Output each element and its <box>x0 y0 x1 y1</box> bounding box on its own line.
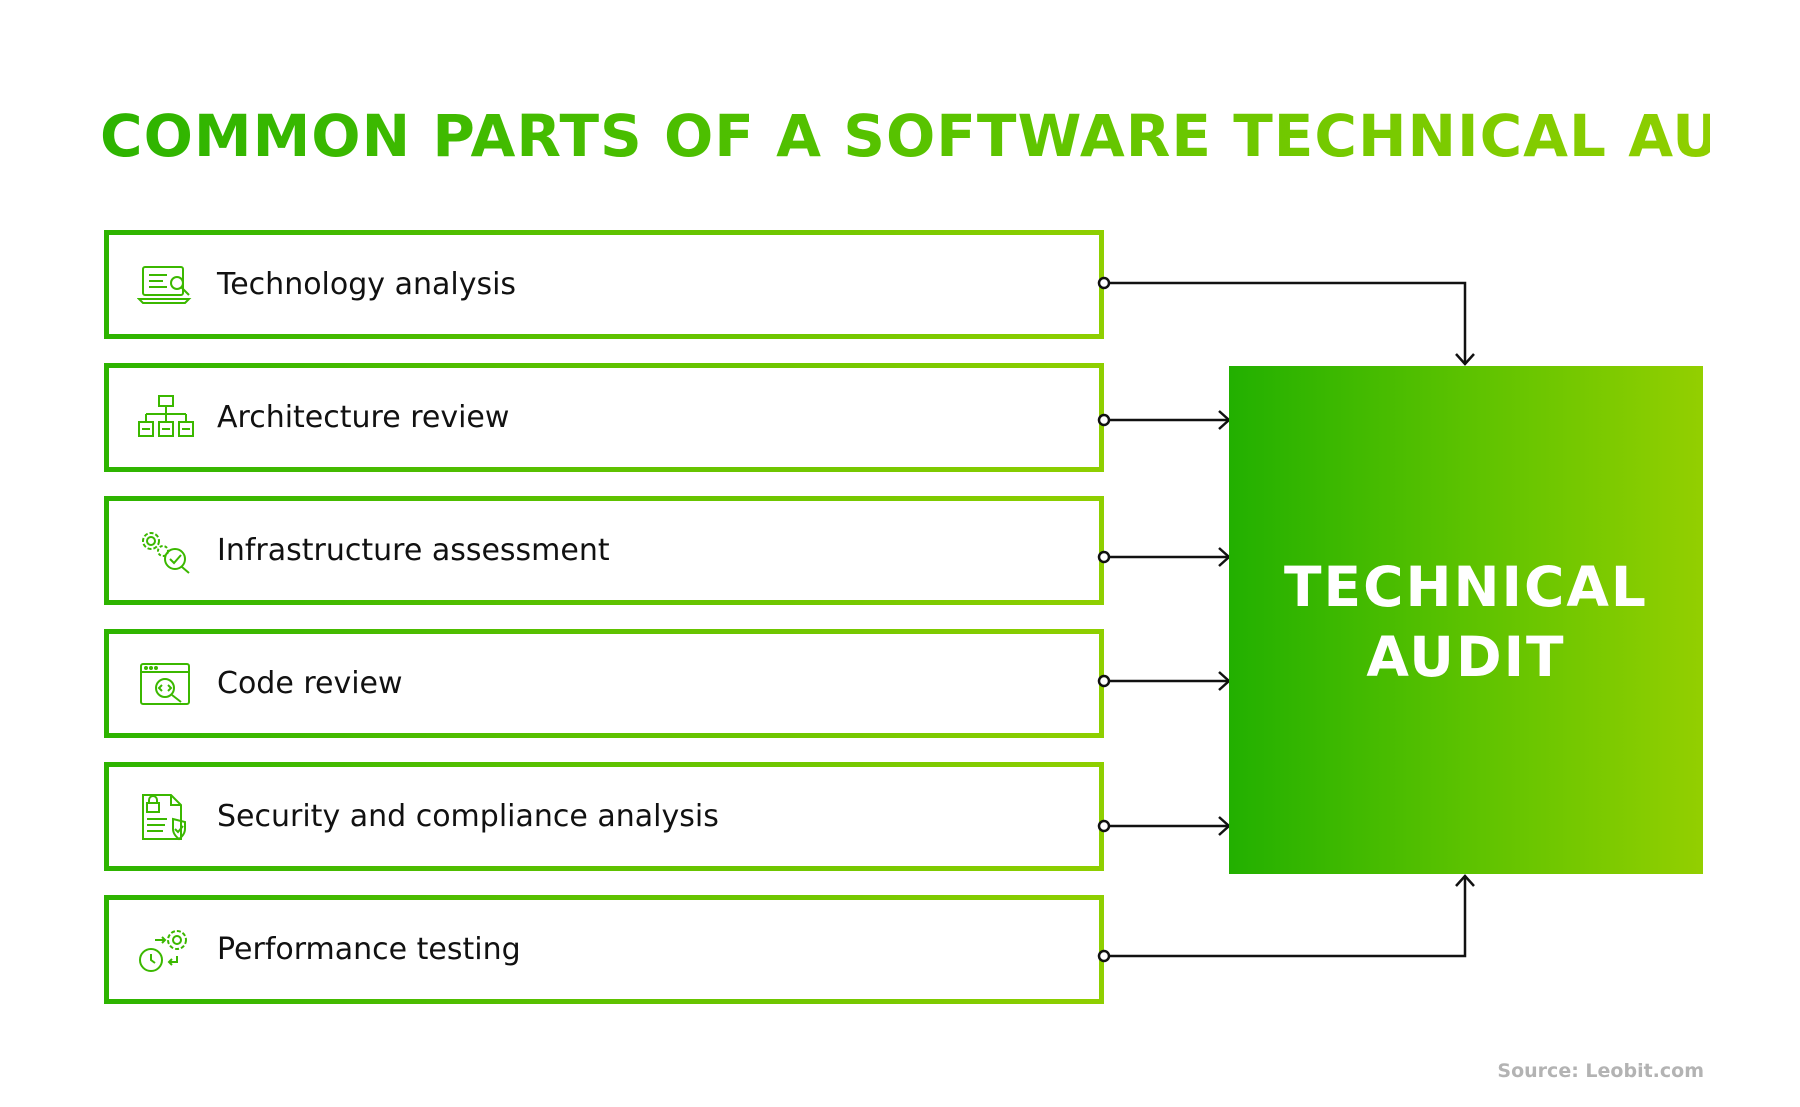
audit-item-security-compliance: Security and compliance analysis <box>104 762 1104 871</box>
item-label: Architecture review <box>217 400 510 435</box>
document-lock-shield-icon <box>137 793 195 841</box>
technical-audit-title: TECHNICAL AUDIT <box>1229 552 1703 692</box>
audit-item-technology-analysis: Technology analysis <box>104 230 1104 339</box>
item-label: Technology analysis <box>217 267 517 302</box>
hierarchy-icon <box>137 394 195 442</box>
audit-title-line-1: TECHNICAL <box>1284 555 1648 619</box>
laptop-search-icon <box>137 261 195 309</box>
audit-title-line-2: AUDIT <box>1366 625 1566 689</box>
page-title: COMMON PARTS OF A SOFTWARE TECHNICAL AUD… <box>100 96 1800 176</box>
source-credit: Source: Leobit.com <box>1497 1060 1704 1082</box>
gears-check-icon <box>137 527 195 575</box>
audit-item-infrastructure-assessment: Infrastructure assessment <box>104 496 1104 605</box>
technical-audit-box: TECHNICAL AUDIT <box>1229 366 1703 874</box>
item-label: Performance testing <box>217 932 521 967</box>
item-label: Security and compliance analysis <box>217 799 719 834</box>
timer-gear-icon <box>137 926 195 974</box>
code-window-icon <box>137 660 195 708</box>
item-label: Infrastructure assessment <box>217 533 610 568</box>
audit-item-architecture-review: Architecture review <box>104 363 1104 472</box>
audit-item-performance-testing: Performance testing <box>104 895 1104 1004</box>
item-label: Code review <box>217 666 403 701</box>
audit-item-code-review: Code review <box>104 629 1104 738</box>
